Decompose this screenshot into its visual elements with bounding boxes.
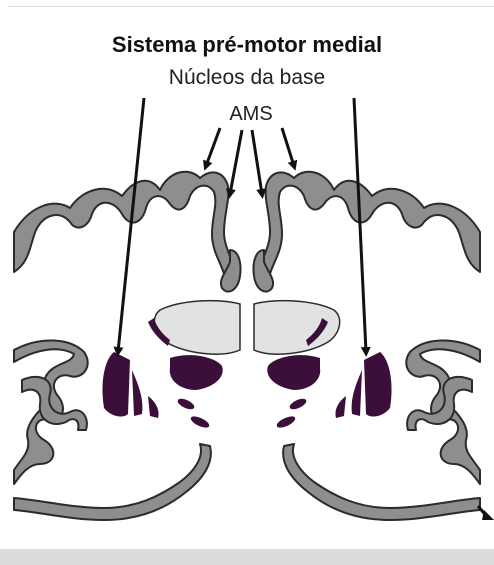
basal-nuclei-arrow-right (354, 98, 366, 352)
right-globus-pallidus-outer (352, 370, 362, 416)
sma-arrow-outer-left (206, 128, 220, 166)
right-hemisphere-cortex (258, 172, 480, 282)
left-globus-pallidus-outer (132, 370, 142, 416)
thalamus (154, 301, 339, 355)
left-globus-pallidus-inner (148, 396, 159, 418)
bottom-bar (0, 549, 494, 565)
right-subthalamic-nucleus (288, 397, 308, 412)
right-globus-pallidus-inner (335, 396, 346, 418)
thalamus-right (254, 301, 340, 355)
basal-nuclei-arrow-left (118, 98, 144, 352)
sma-arrow-inner-left (230, 130, 242, 194)
sma-arrow-inner-right (252, 130, 262, 194)
sma-arrow-outer-right (282, 128, 294, 166)
cerebral-cortex (14, 172, 480, 520)
edge-arrowhead (482, 510, 494, 520)
thalamus-left (154, 301, 240, 355)
left-substantia-nigra (189, 414, 211, 430)
left-hemisphere-cortex (14, 172, 236, 282)
left-subthalamic-nucleus (176, 397, 196, 412)
right-putamen (364, 352, 392, 416)
right-substantia-nigra (275, 414, 297, 430)
basal-nuclei (102, 318, 391, 430)
left-thalamic-nucleus (170, 355, 223, 390)
right-thalamic-nucleus (267, 355, 320, 390)
left-putamen (102, 352, 130, 416)
